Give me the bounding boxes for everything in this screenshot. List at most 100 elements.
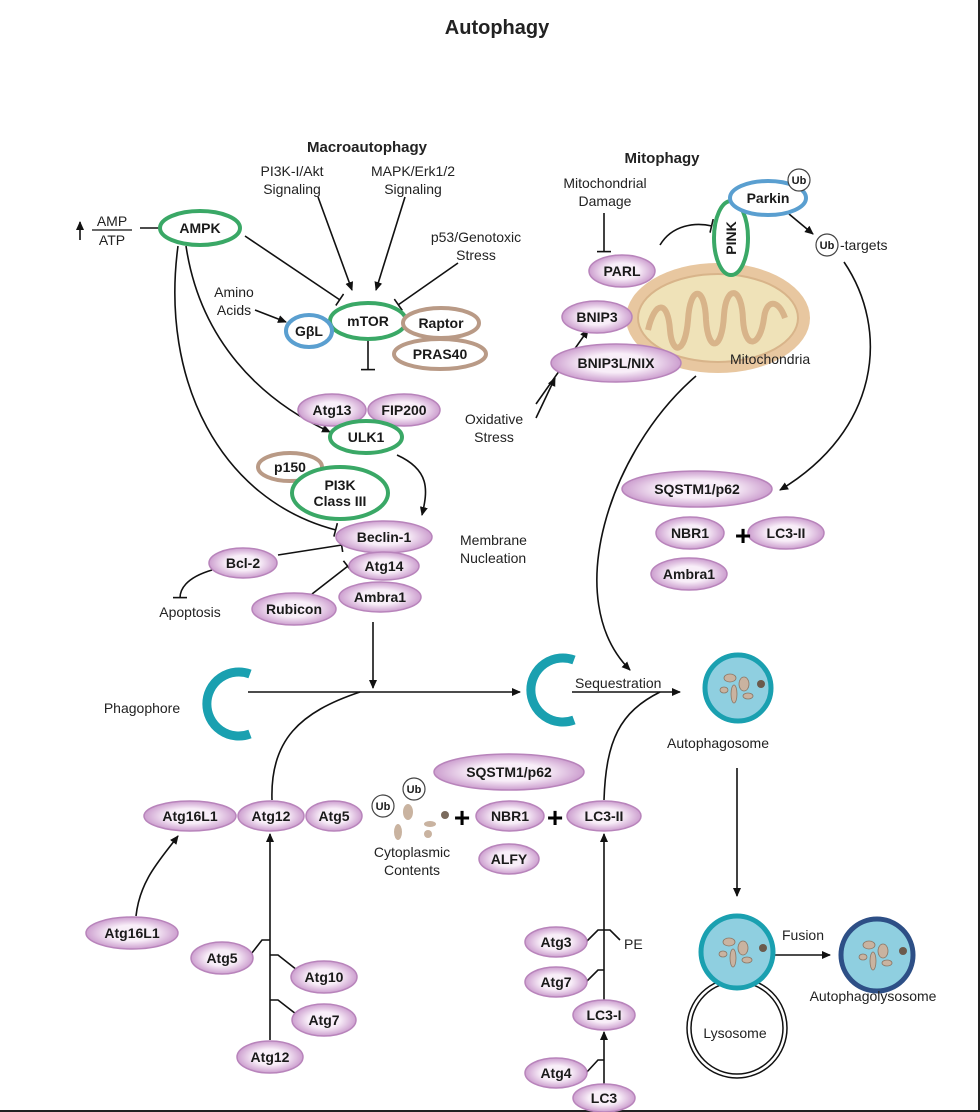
cargo-particle	[719, 686, 729, 694]
node-lc3ii_a: LC3-II	[747, 516, 825, 550]
node-atg7b: Atg7	[524, 966, 588, 998]
ubiquitin-badge: Ub	[402, 777, 426, 801]
node-label: Atg5	[206, 950, 237, 966]
node-alfy: ALFY	[478, 843, 540, 875]
node-label: BNIP3L/NIX	[577, 355, 655, 371]
cargo-particle	[759, 944, 767, 952]
activation-edge	[396, 454, 428, 516]
activation-edge	[585, 929, 604, 943]
node-label: Rubicon	[266, 601, 322, 617]
activation-edge	[271, 691, 361, 801]
cargo-particle	[877, 943, 889, 959]
node-atg5a: Atg5	[305, 800, 363, 832]
activation-edge	[585, 969, 604, 983]
activation-edge	[317, 196, 354, 291]
cargo-particle	[723, 673, 737, 683]
inhibition-edge	[244, 235, 345, 307]
node-atg7a: Atg7	[291, 1003, 357, 1037]
activation-edge	[779, 261, 872, 491]
ubiquitin-badge: Ub	[815, 233, 839, 257]
svg-text:Ub: Ub	[792, 175, 807, 187]
cristae	[645, 290, 788, 351]
label-autophagosome: Autophagosome	[667, 735, 769, 751]
activation-edge	[270, 999, 297, 1015]
node-fip200: FIP200	[367, 393, 441, 427]
plus-icon: +	[547, 802, 563, 833]
cargo-particle	[424, 821, 436, 827]
node-label: Atg7	[540, 974, 571, 990]
autophagosome-shape	[702, 652, 774, 724]
activation-edge	[535, 377, 556, 419]
ubiquitin-badge: Ub	[787, 168, 811, 192]
node-atg13: Atg13	[297, 393, 367, 427]
cargo-particle	[738, 676, 750, 692]
inhibition-edge	[172, 569, 213, 599]
node-label: Atg4	[540, 1065, 571, 1081]
node-beclin: Beclin-1	[335, 520, 433, 554]
node-atg16l1a: Atg16L1	[143, 800, 237, 832]
node-label: Atg7	[308, 1012, 339, 1028]
node-label: Atg16L1	[162, 808, 217, 824]
label-autophagolysosome: Autophagolysosome	[810, 988, 937, 1004]
cargo-particle	[757, 680, 765, 688]
cargo-particle	[722, 937, 736, 947]
label-lysosome: Lysosome	[703, 1025, 767, 1041]
node-label: ALFY	[491, 851, 528, 867]
cargo-particle	[737, 940, 749, 956]
activation-edge	[788, 213, 814, 235]
cargo-particle	[718, 950, 728, 958]
node-nbr1_b: NBR1	[475, 800, 545, 832]
cargo-particle	[729, 948, 737, 968]
cargo-particle	[394, 824, 402, 840]
node-label: BNIP3	[576, 309, 617, 325]
node-label: AMPK	[179, 220, 220, 236]
node-gbl: GβL	[284, 313, 334, 349]
node-label: LC3-II	[585, 808, 624, 824]
cargo-particle	[862, 940, 876, 950]
node-bnip3: BNIP3	[561, 300, 633, 334]
node-label: Raptor	[418, 315, 464, 331]
node-label: FIP200	[381, 402, 426, 418]
label-phagophore: Phagophore	[104, 700, 181, 716]
label-mitophagy: Mitophagy	[625, 150, 701, 167]
label-apoptosis: Apoptosis	[159, 604, 220, 620]
node-ambra1b: Ambra1	[650, 557, 728, 591]
inhibition-edge	[174, 245, 339, 537]
node-pras40: PRAS40	[392, 337, 488, 371]
node-atg3: Atg3	[524, 926, 588, 958]
node-label: Beclin-1	[357, 529, 412, 545]
node-ambra1a: Ambra1	[338, 581, 422, 613]
svg-text:Ub: Ub	[407, 784, 422, 796]
node-ampk: AMPK	[158, 209, 242, 247]
cargo-particle	[899, 947, 907, 955]
node-label: NBR1	[671, 525, 709, 541]
label-atp: ATP	[99, 232, 125, 248]
node-lc3i: LC3-I	[572, 999, 636, 1031]
activation-edge	[603, 691, 661, 801]
node-label: Parkin	[747, 190, 790, 206]
node-label: Atg5	[318, 808, 349, 824]
inhibition-edge	[659, 218, 714, 246]
cargo-particle	[742, 692, 754, 700]
fusing-autophagosome-shape	[698, 913, 776, 991]
node-label: LC3	[591, 1090, 618, 1106]
label-fusion: Fusion	[782, 927, 824, 943]
node-sqstm_a: SQSTM1/p62	[621, 470, 773, 508]
node-label: GβL	[295, 323, 323, 339]
node-rubicon: Rubicon	[251, 592, 337, 626]
cargo-particle	[403, 804, 413, 820]
cargo-particle	[858, 953, 868, 961]
cargo-particle	[869, 951, 877, 971]
activation-edge	[135, 835, 179, 917]
label-mitochondria: Mitochondria	[730, 351, 810, 367]
ubiquitin-badge: Ub	[371, 794, 395, 818]
label-macroautophagy: Macroautophagy	[307, 139, 428, 156]
